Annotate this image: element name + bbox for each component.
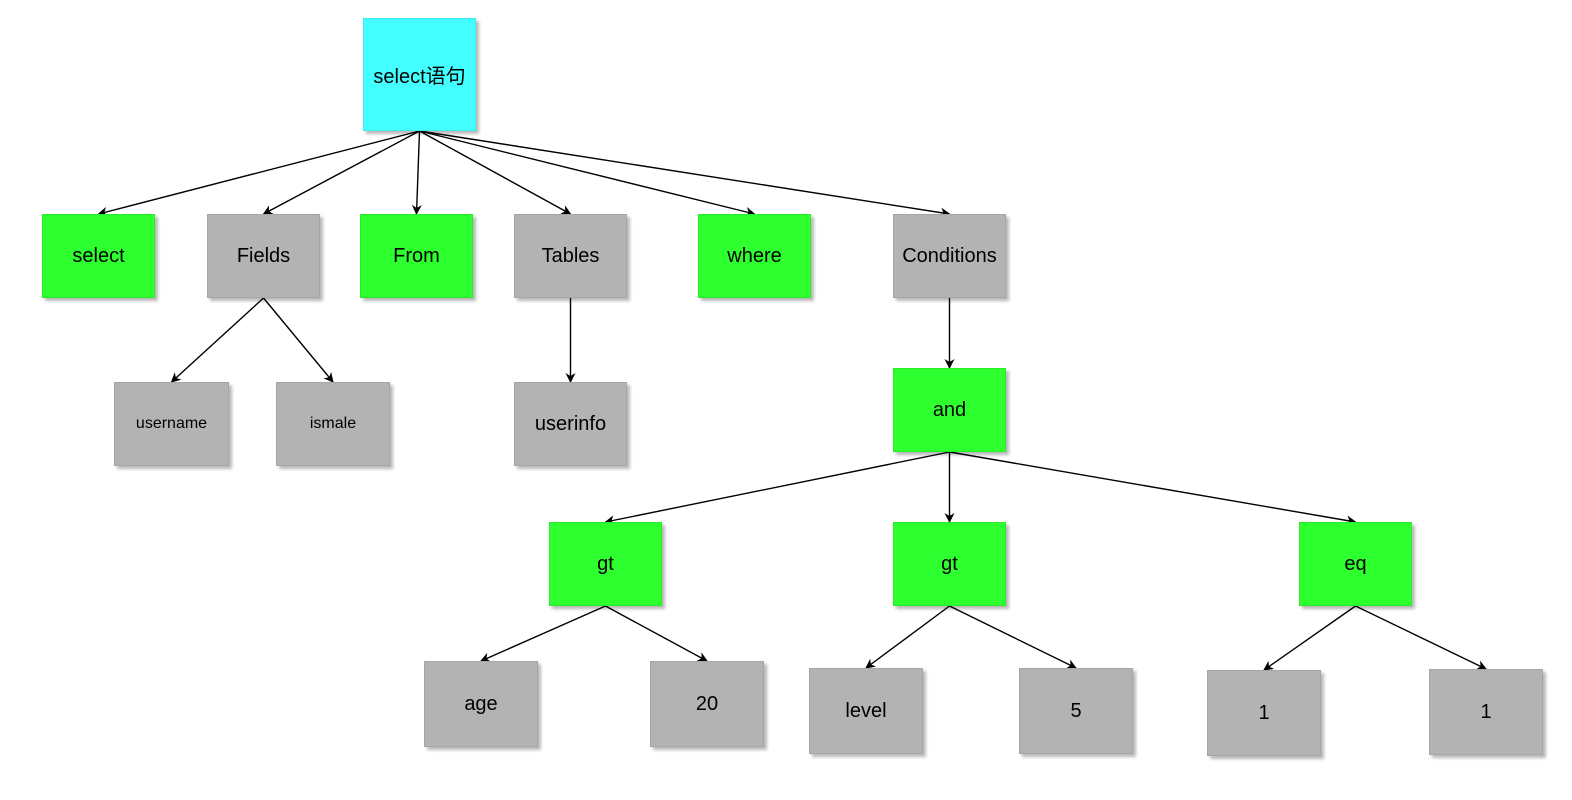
- edge-root-to-where: [419, 130, 756, 217]
- edge-fields-to-ismale: [262, 297, 334, 383]
- edge-eq-to-one_right: [1355, 605, 1487, 670]
- edge-gt_age-to-twenty: [605, 605, 708, 662]
- edge-and-to-gt_age: [604, 451, 950, 526]
- node-ismale: ismale: [276, 382, 390, 466]
- node-and: and: [893, 368, 1006, 452]
- node-value-20: 20: [650, 661, 764, 747]
- edge-root-to-from: [411, 130, 422, 215]
- node-eq: eq: [1299, 522, 1412, 606]
- node-value-1-right: 1: [1429, 669, 1543, 755]
- edge-gt_level-to-five: [949, 605, 1077, 669]
- node-value-5: 5: [1019, 668, 1133, 754]
- node-gt-age: gt: [549, 522, 662, 606]
- edge-root-to-select: [97, 130, 420, 217]
- edge-fields-to-username: [170, 297, 264, 383]
- node-username: username: [114, 382, 229, 466]
- node-level: level: [809, 668, 923, 754]
- node-fields: Fields: [207, 214, 320, 298]
- node-conditions: Conditions: [893, 214, 1006, 298]
- node-gt-level: gt: [893, 522, 1006, 606]
- node-where: where: [698, 214, 811, 298]
- node-from: From: [360, 214, 473, 298]
- node-age: age: [424, 661, 538, 747]
- edge-eq-to-one_left: [1263, 605, 1356, 671]
- edge-gt_age-to-age: [480, 605, 606, 662]
- edge-root-to-conditions: [419, 130, 951, 218]
- node-tables: Tables: [514, 214, 627, 298]
- node-select-statement: select语句: [363, 18, 476, 131]
- node-userinfo: userinfo: [514, 382, 627, 466]
- node-select: select: [42, 214, 155, 298]
- edge-root-to-tables: [419, 130, 572, 215]
- node-value-1-left: 1: [1207, 670, 1321, 756]
- edge-gt_level-to-level: [865, 605, 950, 669]
- edge-root-to-fields: [262, 130, 420, 215]
- edge-and-to-eq: [949, 451, 1357, 526]
